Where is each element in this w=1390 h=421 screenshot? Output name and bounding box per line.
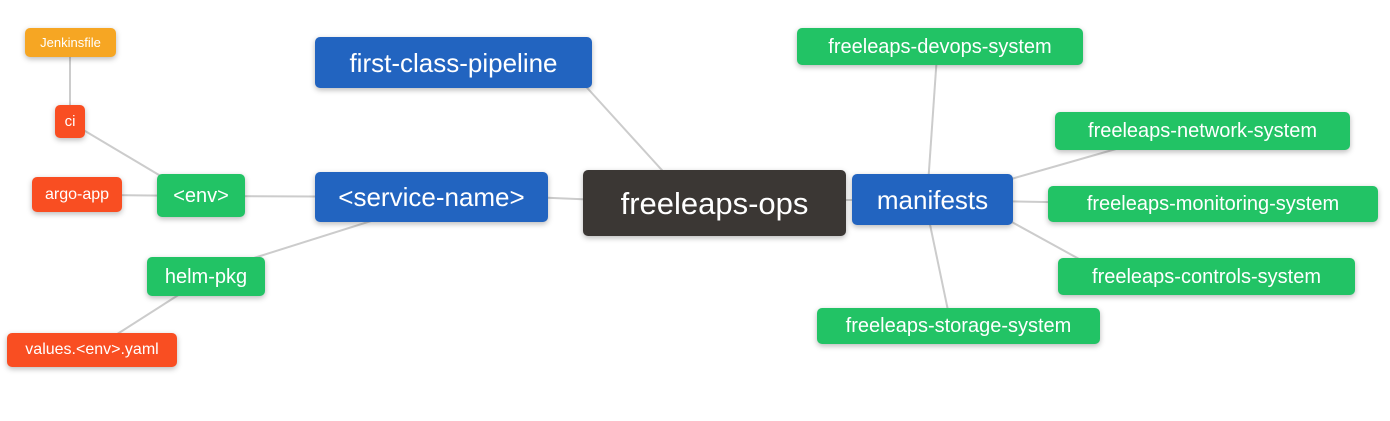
mindmap-node-freeleaps-monitoring-system[interactable]: freeleaps-monitoring-system: [1048, 186, 1378, 222]
edge-manifests-to-freeleaps-network-system: [989, 144, 1131, 186]
mindmap-node-helm-pkg[interactable]: helm-pkg: [147, 257, 265, 296]
mindmap-node-service-name[interactable]: <service-name>: [315, 172, 548, 222]
mindmap-node-ci[interactable]: ci: [55, 105, 85, 138]
mindmap-node-freeleaps-controls-system[interactable]: freeleaps-controls-system: [1058, 258, 1355, 295]
mindmap-node-argo-app[interactable]: argo-app: [32, 177, 122, 212]
mindmap-node-freeleaps-network-system[interactable]: freeleaps-network-system: [1055, 112, 1350, 150]
mindmap-node-env[interactable]: <env>: [157, 174, 245, 217]
edge-manifests-to-freeleaps-storage-system: [927, 214, 951, 321]
mindmap-node-values-env-yaml[interactable]: values.<env>.yaml: [7, 333, 177, 367]
mindmap-node-freeleaps-ops[interactable]: freeleaps-ops: [583, 170, 846, 236]
edge-manifests-to-freeleaps-devops-system: [927, 54, 938, 186]
mindmap-node-manifests[interactable]: manifests: [852, 174, 1013, 225]
mindmap-node-first-class-pipeline[interactable]: first-class-pipeline: [315, 37, 592, 88]
mindmap-node-jenkinsfile[interactable]: Jenkinsfile: [25, 28, 116, 57]
mindmap-node-freeleaps-storage-system[interactable]: freeleaps-storage-system: [817, 308, 1100, 344]
mindmap-node-freeleaps-devops-system[interactable]: freeleaps-devops-system: [797, 28, 1083, 65]
